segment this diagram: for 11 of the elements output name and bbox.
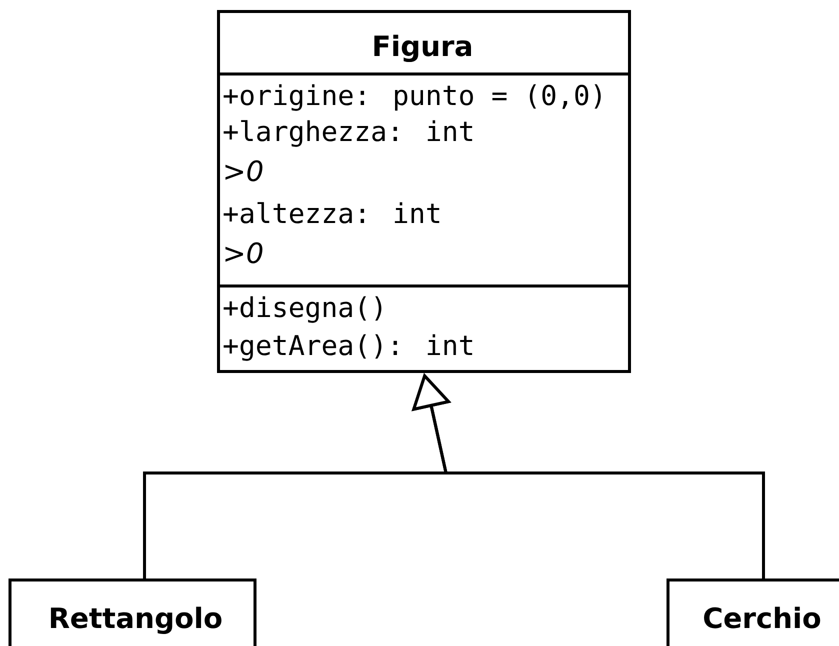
constraint-text: >0 [225,242,262,264]
class-member: +altezza: int [224,202,440,224]
class-member: +getArea(): int [224,334,472,361]
class-member: +origine: punto = (0,0) [224,84,601,111]
class-name: Figura [374,34,471,62]
class-member: +larghezza: int [224,120,472,147]
class-box: Rettangolo [8,578,256,646]
class-member: +disegna() [224,296,382,323]
class-box: Cerchio [666,578,839,646]
constraint-text: >0 [225,160,262,182]
class-box [217,10,631,373]
